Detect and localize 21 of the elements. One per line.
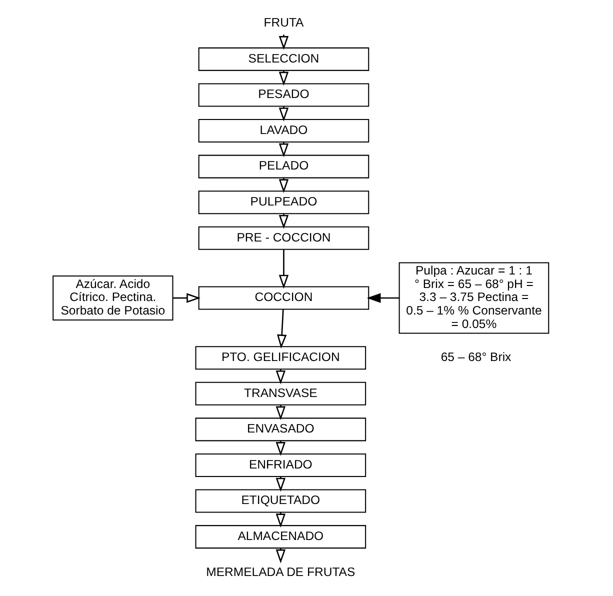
arrow bbox=[275, 369, 286, 384]
node-text: MERMELADA DE FRUTAS bbox=[206, 564, 355, 579]
arrow bbox=[278, 34, 288, 50]
node-box: SELECCION bbox=[198, 47, 369, 71]
node-box: TRANSVASE bbox=[194, 382, 366, 406]
arrow bbox=[278, 250, 288, 289]
node-box: Azúcar. Acido Cítrico. Pectina. Sorbato de Potasio bbox=[52, 276, 173, 320]
arrow bbox=[366, 293, 399, 303]
node-box: Pulpa : Azucar = 1 : 1 ° Brix = 65 – 68° pH = 3.3 – 3.75 Pectina = 0.5 – 1% % Conservante = 0.05% bbox=[398, 262, 549, 334]
node-box: PRE - COCCION bbox=[198, 226, 369, 250]
arrow bbox=[275, 548, 286, 564]
arrow bbox=[278, 214, 288, 229]
arrow bbox=[278, 70, 288, 86]
node-box: COCCION bbox=[198, 286, 369, 310]
arrow bbox=[278, 142, 288, 158]
node-text: FRUTA bbox=[263, 16, 304, 30]
arrow bbox=[275, 476, 286, 492]
node-box: ENFRIADO bbox=[194, 453, 366, 477]
arrow bbox=[172, 293, 200, 303]
label: 65 – 68° Brix bbox=[440, 350, 511, 364]
arrow bbox=[276, 309, 286, 349]
